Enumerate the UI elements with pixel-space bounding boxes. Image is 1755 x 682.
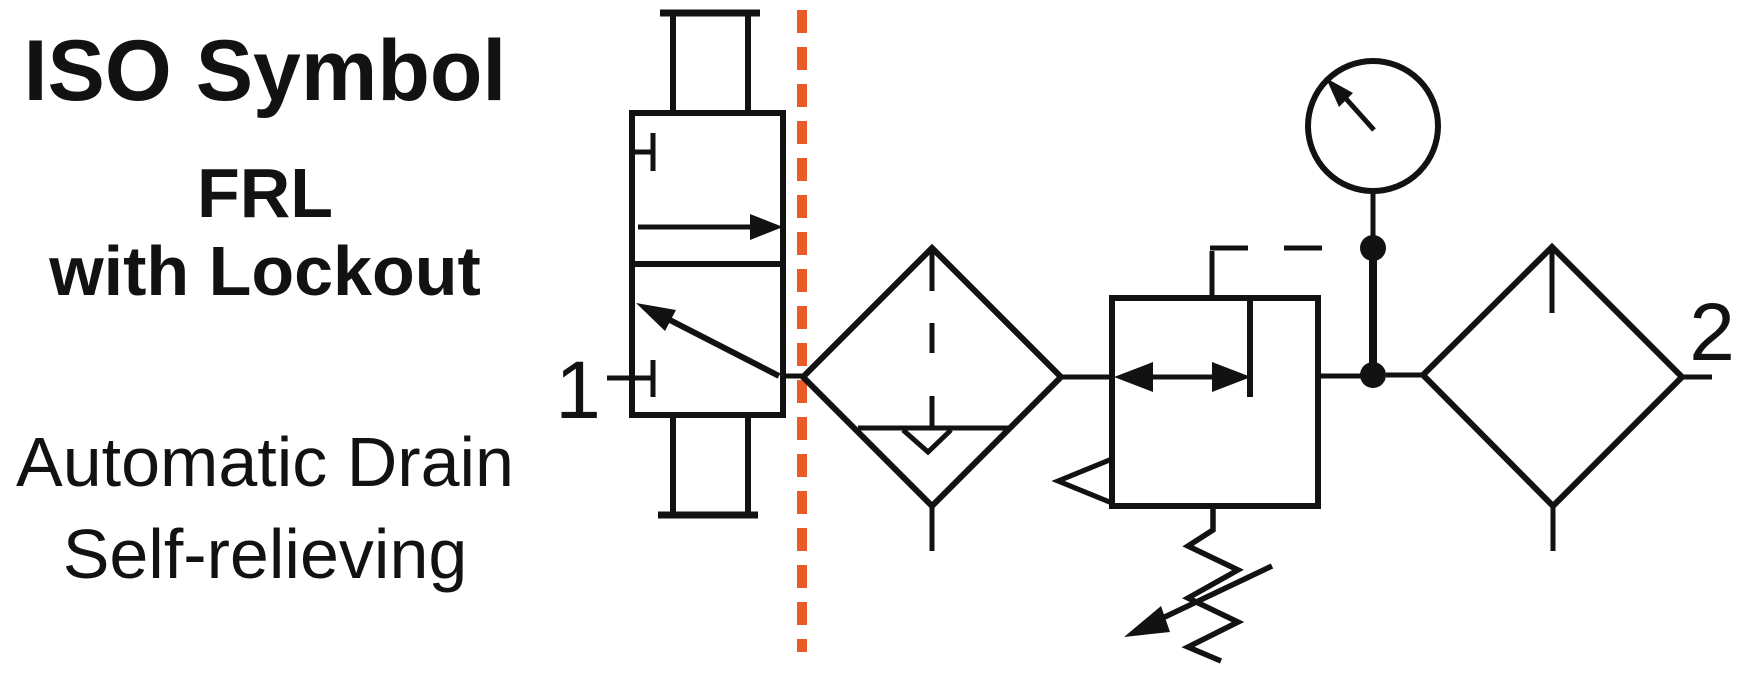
regulator-adjust-arrowhead	[1124, 606, 1170, 637]
diagram-subtitle-frl: FRL	[196, 154, 334, 232]
port-2-label: 2	[1689, 287, 1735, 378]
regulator-symbol	[1051, 245, 1362, 664]
valve-exhaust-arrow-line	[660, 313, 781, 379]
port-1-label: 1	[555, 345, 601, 436]
gauge-needle-arrowhead	[1326, 78, 1353, 107]
regulator-spring	[1181, 506, 1245, 664]
note-self-relieving: Self-relieving	[62, 515, 468, 593]
diagram-title: ISO Symbol	[23, 23, 507, 119]
junction-dot-lower	[1360, 362, 1386, 388]
note-automatic-drain: Automatic Drain	[16, 423, 514, 501]
valve-flow-arrowhead	[750, 214, 783, 240]
regulator-arrowhead-right	[1212, 362, 1251, 392]
lockout-valve-symbol	[607, 9, 804, 519]
valve-exhaust-arrowhead	[636, 303, 676, 331]
regulator-relief-triangle	[1051, 456, 1113, 506]
regulator-adjust-arrow-line	[1148, 563, 1274, 627]
pressure-gauge-symbol	[1305, 58, 1441, 388]
diagram-subtitle-lockout: with Lockout	[49, 232, 481, 310]
regulator-arrowhead-left	[1114, 362, 1153, 392]
filter-auto-drain-triangle	[901, 428, 953, 456]
lubricator-symbol	[1386, 242, 1712, 551]
filter-symbol	[798, 243, 1112, 551]
regulator-body	[1109, 295, 1321, 509]
